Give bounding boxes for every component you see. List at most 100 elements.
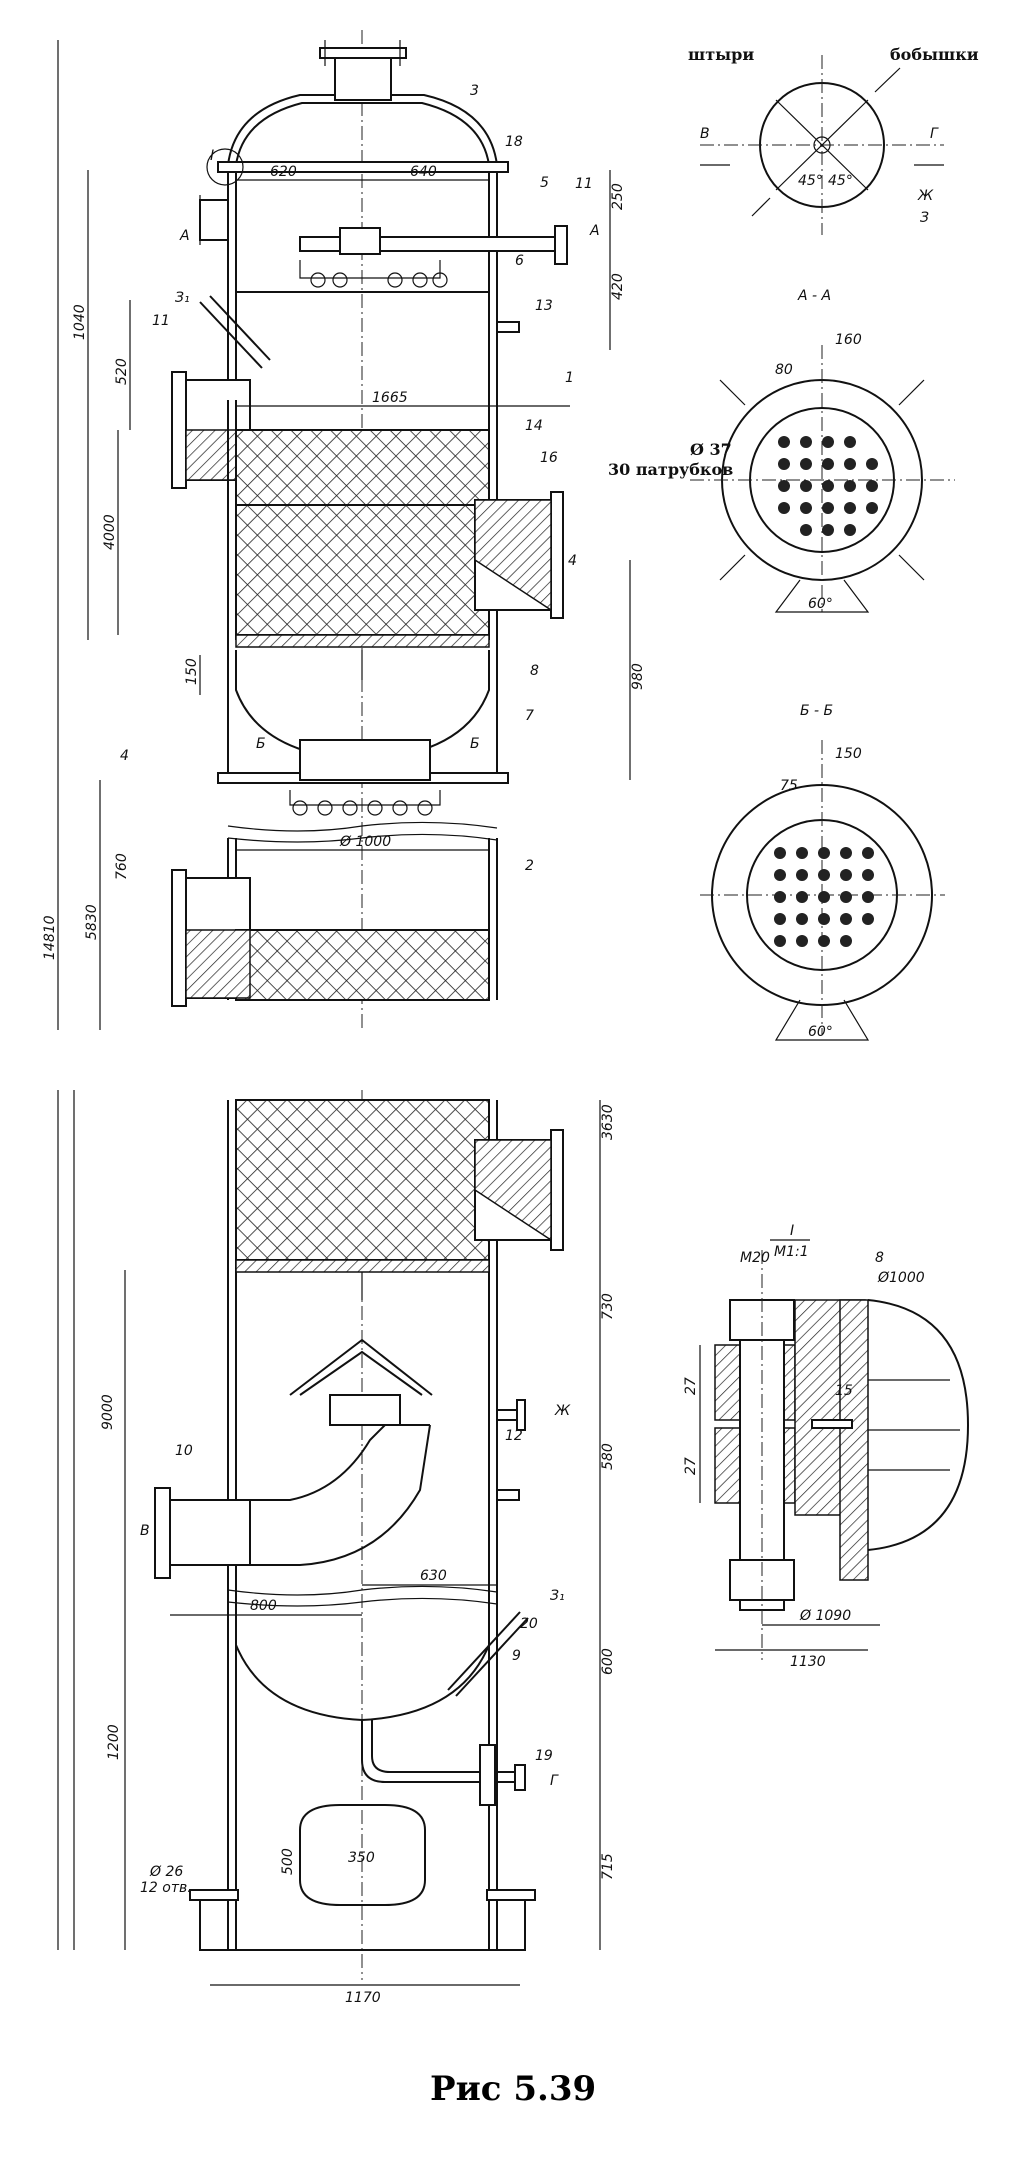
angle-bb: 60° xyxy=(808,1024,833,1040)
letter-z1-lower: З₁ xyxy=(550,1588,565,1604)
nozzle-count: 30 патрубков xyxy=(608,460,733,479)
dim-250: 250 xyxy=(610,183,626,210)
dim-760: 760 xyxy=(114,853,130,880)
nozzle-dot xyxy=(800,436,812,448)
part-10: 10 xyxy=(175,1443,193,1459)
dim-holes: Ø 26 xyxy=(149,1864,183,1880)
dim-bb-150: 150 xyxy=(835,746,862,762)
part-15: 15 xyxy=(835,1383,853,1399)
dim-580: 580 xyxy=(600,1443,616,1470)
top-view: штыри бобышки 45° 45° В Г Ж З xyxy=(688,45,979,235)
nozzle-dot xyxy=(774,935,786,947)
part-11b: 11 xyxy=(152,313,170,329)
dim-d1000: Ø 1000 xyxy=(339,834,391,850)
detail-27a: 27 xyxy=(683,1377,699,1395)
nozzle-dot xyxy=(800,458,812,470)
part-6: 6 xyxy=(515,253,524,269)
section-bb-title: Б - Б xyxy=(800,703,833,719)
angle-aa: 60° xyxy=(808,596,833,612)
upper-dimensions: 14810 1040 5830 520 4000 150 760 4 250 4… xyxy=(42,40,646,1030)
dim-4000: 4000 xyxy=(102,514,118,550)
letter-b-right: Б xyxy=(470,736,480,752)
nozzle-dot xyxy=(800,480,812,492)
nozzle-dot xyxy=(818,935,830,947)
dim-1200: 1200 xyxy=(106,1724,122,1760)
nozzle-dot xyxy=(818,847,830,859)
nozzle-dot xyxy=(822,524,834,536)
nozzle-dot xyxy=(840,913,852,925)
letter-v-top: В xyxy=(700,126,710,142)
nozzle-dot xyxy=(818,891,830,903)
part-20: 20 xyxy=(520,1616,538,1632)
dim-aa-80: 80 xyxy=(775,362,793,378)
letter-z1-upper: З₁ xyxy=(175,290,190,306)
nozzle-dot xyxy=(862,869,874,881)
angle-top-2: 45° xyxy=(828,173,853,189)
letter-a-right: А xyxy=(589,223,600,239)
nozzle-dot xyxy=(796,869,808,881)
nozzle-dot xyxy=(840,891,852,903)
nozzle-dot xyxy=(778,502,790,514)
nozzle-dot xyxy=(818,913,830,925)
nozzle-dot xyxy=(840,847,852,859)
dim-3630: 3630 xyxy=(600,1104,616,1140)
lower-dimensions: 9000 1200 3630 730 580 600 715 500 630 8… xyxy=(57,1090,616,2006)
dim-715: 715 xyxy=(600,1853,616,1880)
nozzle-dot xyxy=(774,913,786,925)
dim-800: 800 xyxy=(250,1598,277,1614)
dim-980: 980 xyxy=(630,663,646,690)
dim-5830: 5830 xyxy=(84,904,100,940)
upper-column xyxy=(171,30,568,1030)
detail-scale: М1:1 xyxy=(774,1244,809,1260)
dim-630: 630 xyxy=(420,1568,447,1584)
part-2: 2 xyxy=(525,858,534,874)
figure-caption: Рис 5.39 xyxy=(430,2069,596,2109)
nozzle-dot xyxy=(840,869,852,881)
part-3: 3 xyxy=(470,83,479,99)
detail-8: 8 xyxy=(875,1250,884,1266)
nozzle-dot xyxy=(862,913,874,925)
part-4: 4 xyxy=(568,553,577,569)
dim-aa-160: 160 xyxy=(835,332,862,348)
nozzle-dot xyxy=(844,524,856,536)
letter-v-lower: В xyxy=(140,1523,150,1539)
nozzle-dot xyxy=(796,913,808,925)
nozzle-dot xyxy=(796,935,808,947)
nozzle-dot xyxy=(796,891,808,903)
section-bb: Б - Б 60° 150 75 xyxy=(700,703,945,1041)
angle-top-1: 45° xyxy=(798,173,823,189)
letter-zh-top: Ж xyxy=(917,188,934,204)
dim-600: 600 xyxy=(600,1648,616,1675)
nozzle-dot xyxy=(778,480,790,492)
dim-14810: 14810 xyxy=(42,915,58,960)
letter-zh-lower: Ж xyxy=(554,1403,571,1419)
part-I: I xyxy=(210,148,214,164)
dim-350: 350 xyxy=(348,1850,375,1866)
nozzle-dot xyxy=(774,847,786,859)
dim-520: 520 xyxy=(114,358,130,385)
part-numbers-upper: 1 2 3 4 5 6 7 8 11 11 13 14 16 18 I А А … xyxy=(152,83,600,874)
letter-g-top: Г xyxy=(930,126,939,142)
nozzle-dot xyxy=(778,436,790,448)
nozzle-dot xyxy=(778,458,790,470)
letter-b-left: Б xyxy=(256,736,266,752)
dim-4: 4 xyxy=(120,748,129,764)
dim-420: 420 xyxy=(610,273,626,300)
nozzle-dot xyxy=(822,436,834,448)
part-5: 5 xyxy=(540,175,549,191)
nozzle-dot xyxy=(822,458,834,470)
nozzle-dot xyxy=(774,891,786,903)
dim-bb-75: 75 xyxy=(780,778,798,794)
detail-d1090: Ø 1090 xyxy=(799,1608,851,1624)
nozzle-dot xyxy=(800,502,812,514)
nozzle-dot xyxy=(844,436,856,448)
part-12: 12 xyxy=(505,1428,523,1444)
nozzle-dot xyxy=(796,847,808,859)
nozzle-dot xyxy=(844,502,856,514)
label-bosses: бобышки xyxy=(890,45,979,64)
detail-1130: 1130 xyxy=(790,1654,826,1670)
detail-title: I xyxy=(790,1223,794,1239)
section-aa: А - А 60° 160 80 Ø 37 30 патрубков xyxy=(608,288,955,613)
part-14: 14 xyxy=(525,418,543,434)
